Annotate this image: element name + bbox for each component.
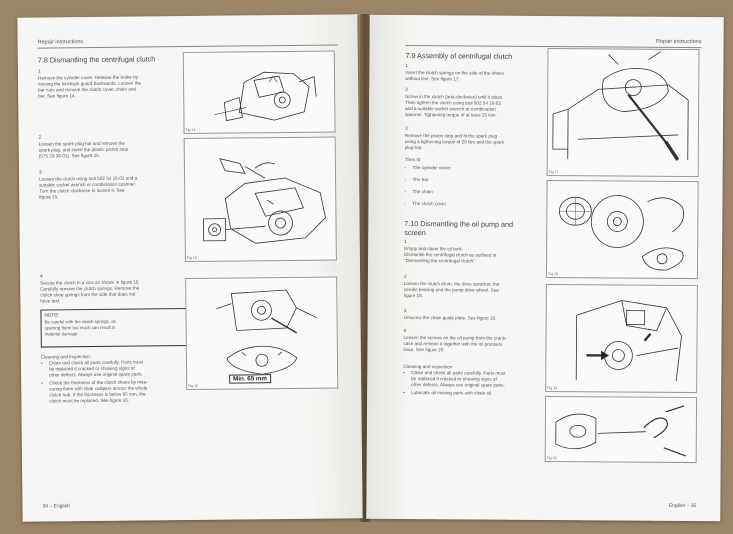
step-text: Secure the clutch in a vice as shown in … [40,279,140,304]
figure-20: Fig 20 [544,396,698,464]
step-number: 2 [403,275,407,281]
book-gutter [360,14,370,522]
figure-19-label: Fig 19 [547,386,558,391]
step-text: Remove the cylinder cover. Release the b… [37,74,142,99]
dash-mark-icon: - [404,165,407,171]
bullet-dot-icon: • [403,390,405,396]
figure-20-drawing [555,405,686,457]
figure-17-label: Fig 17 [548,170,559,175]
figure-14-label: Fig 14 [185,127,196,133]
fit-item: The chain [412,189,433,195]
bullet-text: Clean and check all parts carefully. Par… [48,359,144,378]
step-number: 1 [404,240,407,246]
bullet-dot-icon: • [40,360,43,366]
dash-mark-icon: - [404,201,406,207]
min-thickness-label: Min. 65 mm [229,374,271,384]
step-text: Insert the clutch springs on the side of… [405,70,504,82]
right-section-title: 7.9 Assembly of centrifugal clutch [405,51,513,61]
fit-item: The bar [412,177,429,183]
figure-18: Fig 18 [545,180,699,280]
bullet-text: Lubricate all moving parts with chain oi… [411,390,493,396]
step-number: 4 [40,274,43,280]
step-text: Remove the piston stop and fit the spark… [404,133,505,151]
step-number: 4 [403,329,407,335]
figure-14-drawing [214,71,317,122]
step-number: 1 [37,69,41,75]
left-page-header: Repair instructions [37,39,84,46]
step-text: Loosen the spark plug hat and remove the… [38,140,129,159]
note-title: NOTE! [44,312,59,318]
right-page: Repair instructions 7.9 Assembly of cent… [366,14,724,522]
figure-18-label: Fig 18 [547,272,558,277]
right-page-header: Repair instructions [656,38,702,46]
step-text: Loosen the clutch drum, the drive sprock… [403,281,500,299]
step-text: Screw in the clutch (anti-clockwise) unt… [405,94,504,118]
step-text: Empty and clean the oil tank. Dismantle … [404,246,497,264]
left-page: Repair instructions 7.8 Dismantling the … [17,14,363,522]
figure-15-drawing [203,158,326,244]
figure-15: Fig 15 [183,136,337,263]
step-text: Loosen the screws on the oil pump from t… [403,335,507,353]
figure-19: Fig 19 [545,284,698,394]
figure-16-label: Fig 16 [188,383,199,389]
note-box: NOTE! Be careful with the clutch springs… [40,307,191,348]
fit-item: The cylinder cover [412,165,451,171]
dash-mark-icon: - [404,189,407,195]
figure-19-drawing [575,300,682,381]
figure-16: Min. 65 mm Fig 16 [185,276,339,391]
step-number: 2 [38,135,42,141]
figure-20-label: Fig 20 [546,456,557,461]
step-text: Loosen the clutch using tool 502 54 16-0… [39,175,138,200]
step-number: 3 [38,170,42,176]
figure-17-drawing [552,51,689,161]
section2-title: 7.10 Dismantling the oil pump and screen [404,219,514,237]
figure-17: Fig 17 [546,48,700,178]
left-section-title: 7.8 Dismantling the centrifugal clutch [37,54,156,65]
bullet-dot-icon: • [41,380,43,386]
right-page-footer: English – 35 [668,502,697,510]
fit-item: The clutch cover [412,201,447,207]
step-number: 3 [404,127,408,133]
figure-18-drawing [558,195,685,271]
step-text: Unscrew the chain guide plate. See figur… [403,315,497,321]
bullet-text: Clean and check all parts carefully. Par… [411,370,506,388]
then-fit-label: Then fit: [404,157,422,163]
left-page-footer: 34 – English [42,503,71,510]
step-number: 2 [405,88,408,94]
figure-14: Fig 14 [182,50,336,135]
step-number: 1 [405,64,409,70]
bullet-text: Check the thickness of the clutch shoes … [49,379,148,404]
bullet-dot-icon: • [403,370,405,376]
note-text: Be careful with the clutch springs, as o… [44,318,116,337]
dash-mark-icon: - [404,177,407,183]
figure-16-drawing [216,289,317,375]
step-number: 3 [403,309,407,315]
figure-15-label: Fig 15 [186,255,197,261]
